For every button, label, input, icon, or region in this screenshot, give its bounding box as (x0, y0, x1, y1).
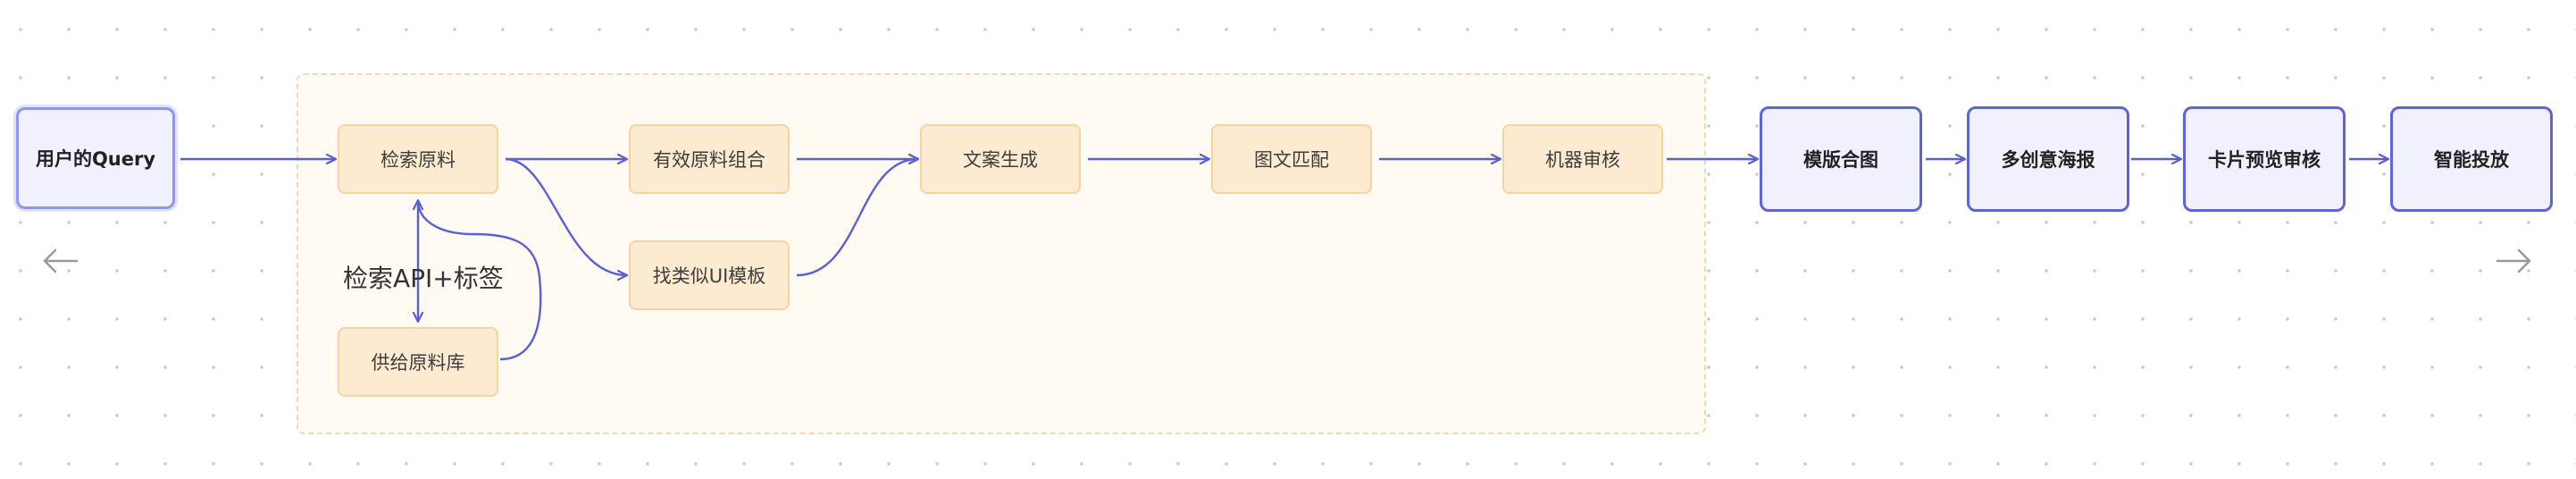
node-similar-ui-template[interactable]: 找类似UI模板 (629, 240, 790, 310)
node-image-text-match[interactable]: 图文匹配 (1211, 124, 1372, 194)
node-creative-poster[interactable]: 多创意海报 (1967, 106, 2129, 212)
node-copy-generation[interactable]: 文案生成 (920, 124, 1081, 194)
node-retrieve-materials[interactable]: 检索原料 (338, 124, 498, 194)
arrow-left-icon[interactable] (39, 238, 79, 284)
node-smart-delivery[interactable]: 智能投放 (2390, 106, 2553, 212)
node-card-preview-review[interactable]: 卡片预览审核 (2183, 106, 2346, 212)
node-start-query[interactable]: 用户的Query (16, 107, 175, 209)
node-template-compose[interactable]: 模版合图 (1760, 106, 1922, 212)
edge-supply-loop-back (416, 199, 542, 361)
node-combine-materials[interactable]: 有效原料组合 (629, 124, 790, 194)
edge-retrieve-to-similar-template (505, 157, 627, 275)
node-supply-library[interactable]: 供给原料库 (338, 327, 498, 397)
edge-label-retrieve-api: 检索API+标签 (343, 264, 504, 293)
node-machine-review[interactable]: 机器审核 (1502, 124, 1663, 194)
arrow-right-icon[interactable] (2496, 238, 2535, 284)
edge-similar-template-to-copy (796, 159, 918, 277)
